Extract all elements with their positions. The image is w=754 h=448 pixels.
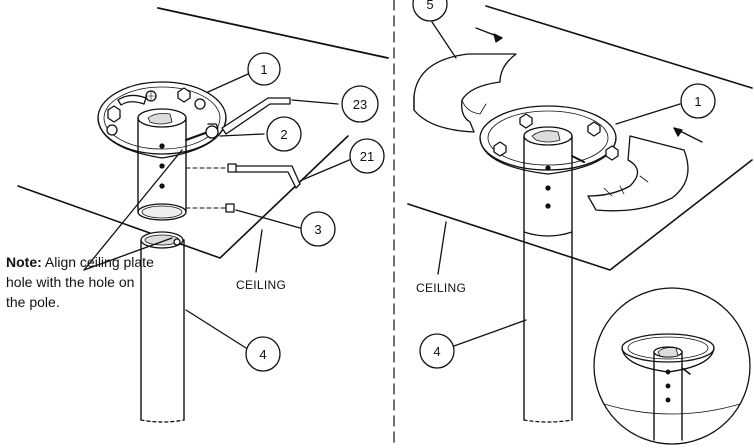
ceiling-edge-top-left [157, 7, 389, 59]
callout-21 [349, 138, 385, 174]
callout-3-text: 3 [314, 222, 321, 237]
alignment-note: Note: Align ceiling plate hole with the … [6, 252, 156, 312]
ceiling-edge-bottom-right [407, 159, 753, 271]
callout-3 [300, 211, 336, 247]
leader-3 [235, 209, 301, 229]
leader-1-left [207, 73, 249, 93]
ceiling-label-right: CEILING [416, 281, 466, 295]
leader-23 [291, 99, 339, 105]
ceiling-edge-top-right [485, 5, 753, 89]
ceiling-edge-bottom-left [17, 135, 349, 259]
arrow-right-cover-head [673, 127, 683, 137]
callout-5-text: 5 [426, 0, 433, 12]
callout-21-text: 21 [360, 149, 374, 164]
callout-4-left [245, 336, 281, 372]
leader-note-a [83, 149, 183, 271]
set-screw-lower [225, 203, 235, 213]
callout-1-left [247, 52, 281, 86]
leader-2 [219, 133, 265, 137]
set-screw-upper [227, 163, 237, 173]
ceiling-label-left: CEILING [236, 278, 286, 292]
callout-1-right-text: 1 [694, 94, 701, 109]
callout-5 [412, 0, 448, 22]
allen-key-large [233, 165, 301, 189]
callout-4-right-text: 4 [433, 344, 440, 359]
callout-1-left-text: 1 [260, 62, 267, 77]
callout-4-left-text: 4 [259, 347, 266, 362]
leader-4-right [453, 319, 527, 347]
leader-5 [431, 21, 457, 59]
callout-2 [266, 116, 302, 152]
leader-4-left [185, 309, 247, 349]
leader-ceiling-right [437, 221, 447, 275]
allen-key-small [221, 97, 291, 135]
callout-4-right [419, 333, 455, 369]
note-text: Align ceiling plate hole with the hole o… [6, 254, 154, 310]
lock-pin [185, 123, 219, 141]
arrow-left-cover-head [493, 33, 503, 43]
callout-23 [341, 85, 379, 123]
note-prefix: Note: [6, 254, 42, 270]
detail-inset [593, 287, 751, 445]
cover-half-left [413, 53, 517, 133]
callout-2-text: 2 [280, 127, 287, 142]
leader-note-b [83, 237, 173, 271]
callout-23-text: 23 [353, 97, 367, 112]
leader-1-right [615, 103, 681, 125]
callout-1-right [680, 83, 716, 119]
leader-21 [301, 157, 355, 181]
pole-lower-left [140, 231, 185, 423]
pole-right [523, 126, 585, 423]
leader-ceiling-left [255, 229, 263, 273]
cover-half-right [587, 135, 689, 212]
pole-upper-left [137, 108, 187, 221]
